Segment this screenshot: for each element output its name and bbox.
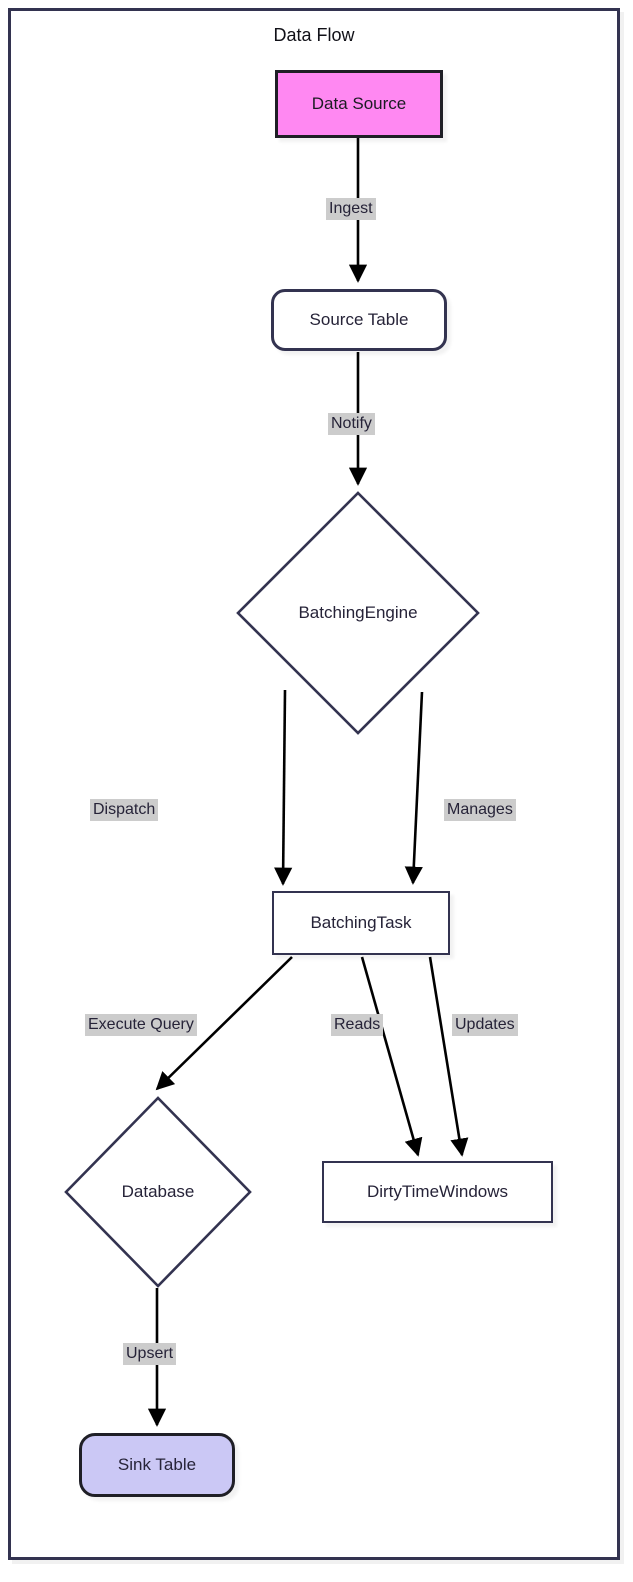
node-source-table-label: Source Table xyxy=(309,309,409,329)
diagram-title: Data Flow xyxy=(273,25,355,45)
edge-label-notify: Notify xyxy=(328,413,375,435)
node-sink-table[interactable]: Sink Table xyxy=(79,1433,235,1497)
edge-label-updates: Updates xyxy=(452,1014,518,1036)
node-source-table[interactable]: Source Table xyxy=(271,289,447,351)
node-data-source[interactable]: Data Source xyxy=(275,70,443,138)
edge-label-upsert: Upsert xyxy=(123,1343,177,1365)
node-dirty-time-windows[interactable]: DirtyTimeWindows xyxy=(322,1161,553,1223)
node-batching-engine-label: BatchingEngine xyxy=(298,603,418,622)
edge-label-dispatch: Dispatch xyxy=(90,799,159,821)
edge-label-reads: Reads xyxy=(331,1014,384,1036)
edge-label-ingest: Ingest xyxy=(326,198,376,220)
node-batching-task[interactable]: BatchingTask xyxy=(272,891,450,955)
database-shape xyxy=(64,1096,252,1288)
node-sink-table-label: Sink Table xyxy=(117,1454,197,1474)
node-database[interactable]: Database xyxy=(63,1095,253,1289)
node-data-source-label: Data Source xyxy=(311,93,407,113)
node-database-label: Database xyxy=(121,1182,195,1201)
node-batching-engine[interactable]: BatchingEngine xyxy=(235,490,481,736)
edge-label-execute-query: Execute Query xyxy=(85,1014,197,1036)
node-dirty-time-windows-label: DirtyTimeWindows xyxy=(366,1181,509,1201)
node-batching-task-label: BatchingTask xyxy=(310,912,412,932)
batching-engine-shape xyxy=(236,491,480,735)
edge-label-manages: Manages xyxy=(444,799,516,821)
diagram-frame: Data Flow xyxy=(8,8,620,1560)
